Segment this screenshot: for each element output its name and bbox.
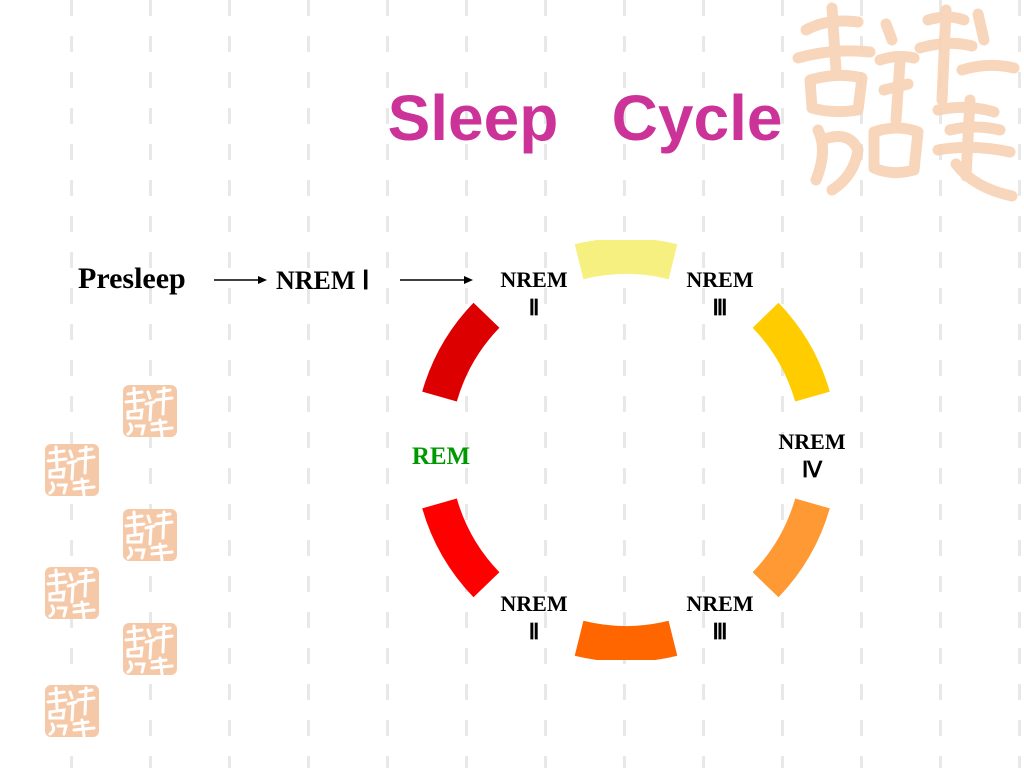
presleep-label: Presleep [78, 262, 186, 295]
page-title: Sleep Cycle [387, 82, 783, 154]
stage-label-rem: REM [411, 443, 471, 470]
seal-calligraphy-icon [45, 685, 99, 738]
ring-segment-top-left [422, 302, 500, 402]
arrow-right-icon [400, 276, 473, 284]
ring-segment-bottom [574, 620, 678, 660]
seal-calligraphy-icon [45, 444, 99, 497]
seal-calligraphy-icon [792, 2, 1020, 202]
seal-calligraphy-icon [123, 509, 177, 562]
nrem-1-label: NREM Ⅰ [276, 266, 370, 295]
ring-segment-top-right [752, 302, 830, 402]
seal-calligraphy-icon [45, 567, 99, 620]
ring-segment-top [574, 240, 678, 280]
ring-segment-bottom-left [422, 498, 500, 598]
sleep-cycle-ring [422, 240, 830, 660]
ring-segment-bottom-right [752, 498, 830, 598]
seal-calligraphy-icon [123, 623, 177, 676]
seal-calligraphy-icon [123, 385, 177, 438]
arrow-right-icon [214, 276, 267, 284]
